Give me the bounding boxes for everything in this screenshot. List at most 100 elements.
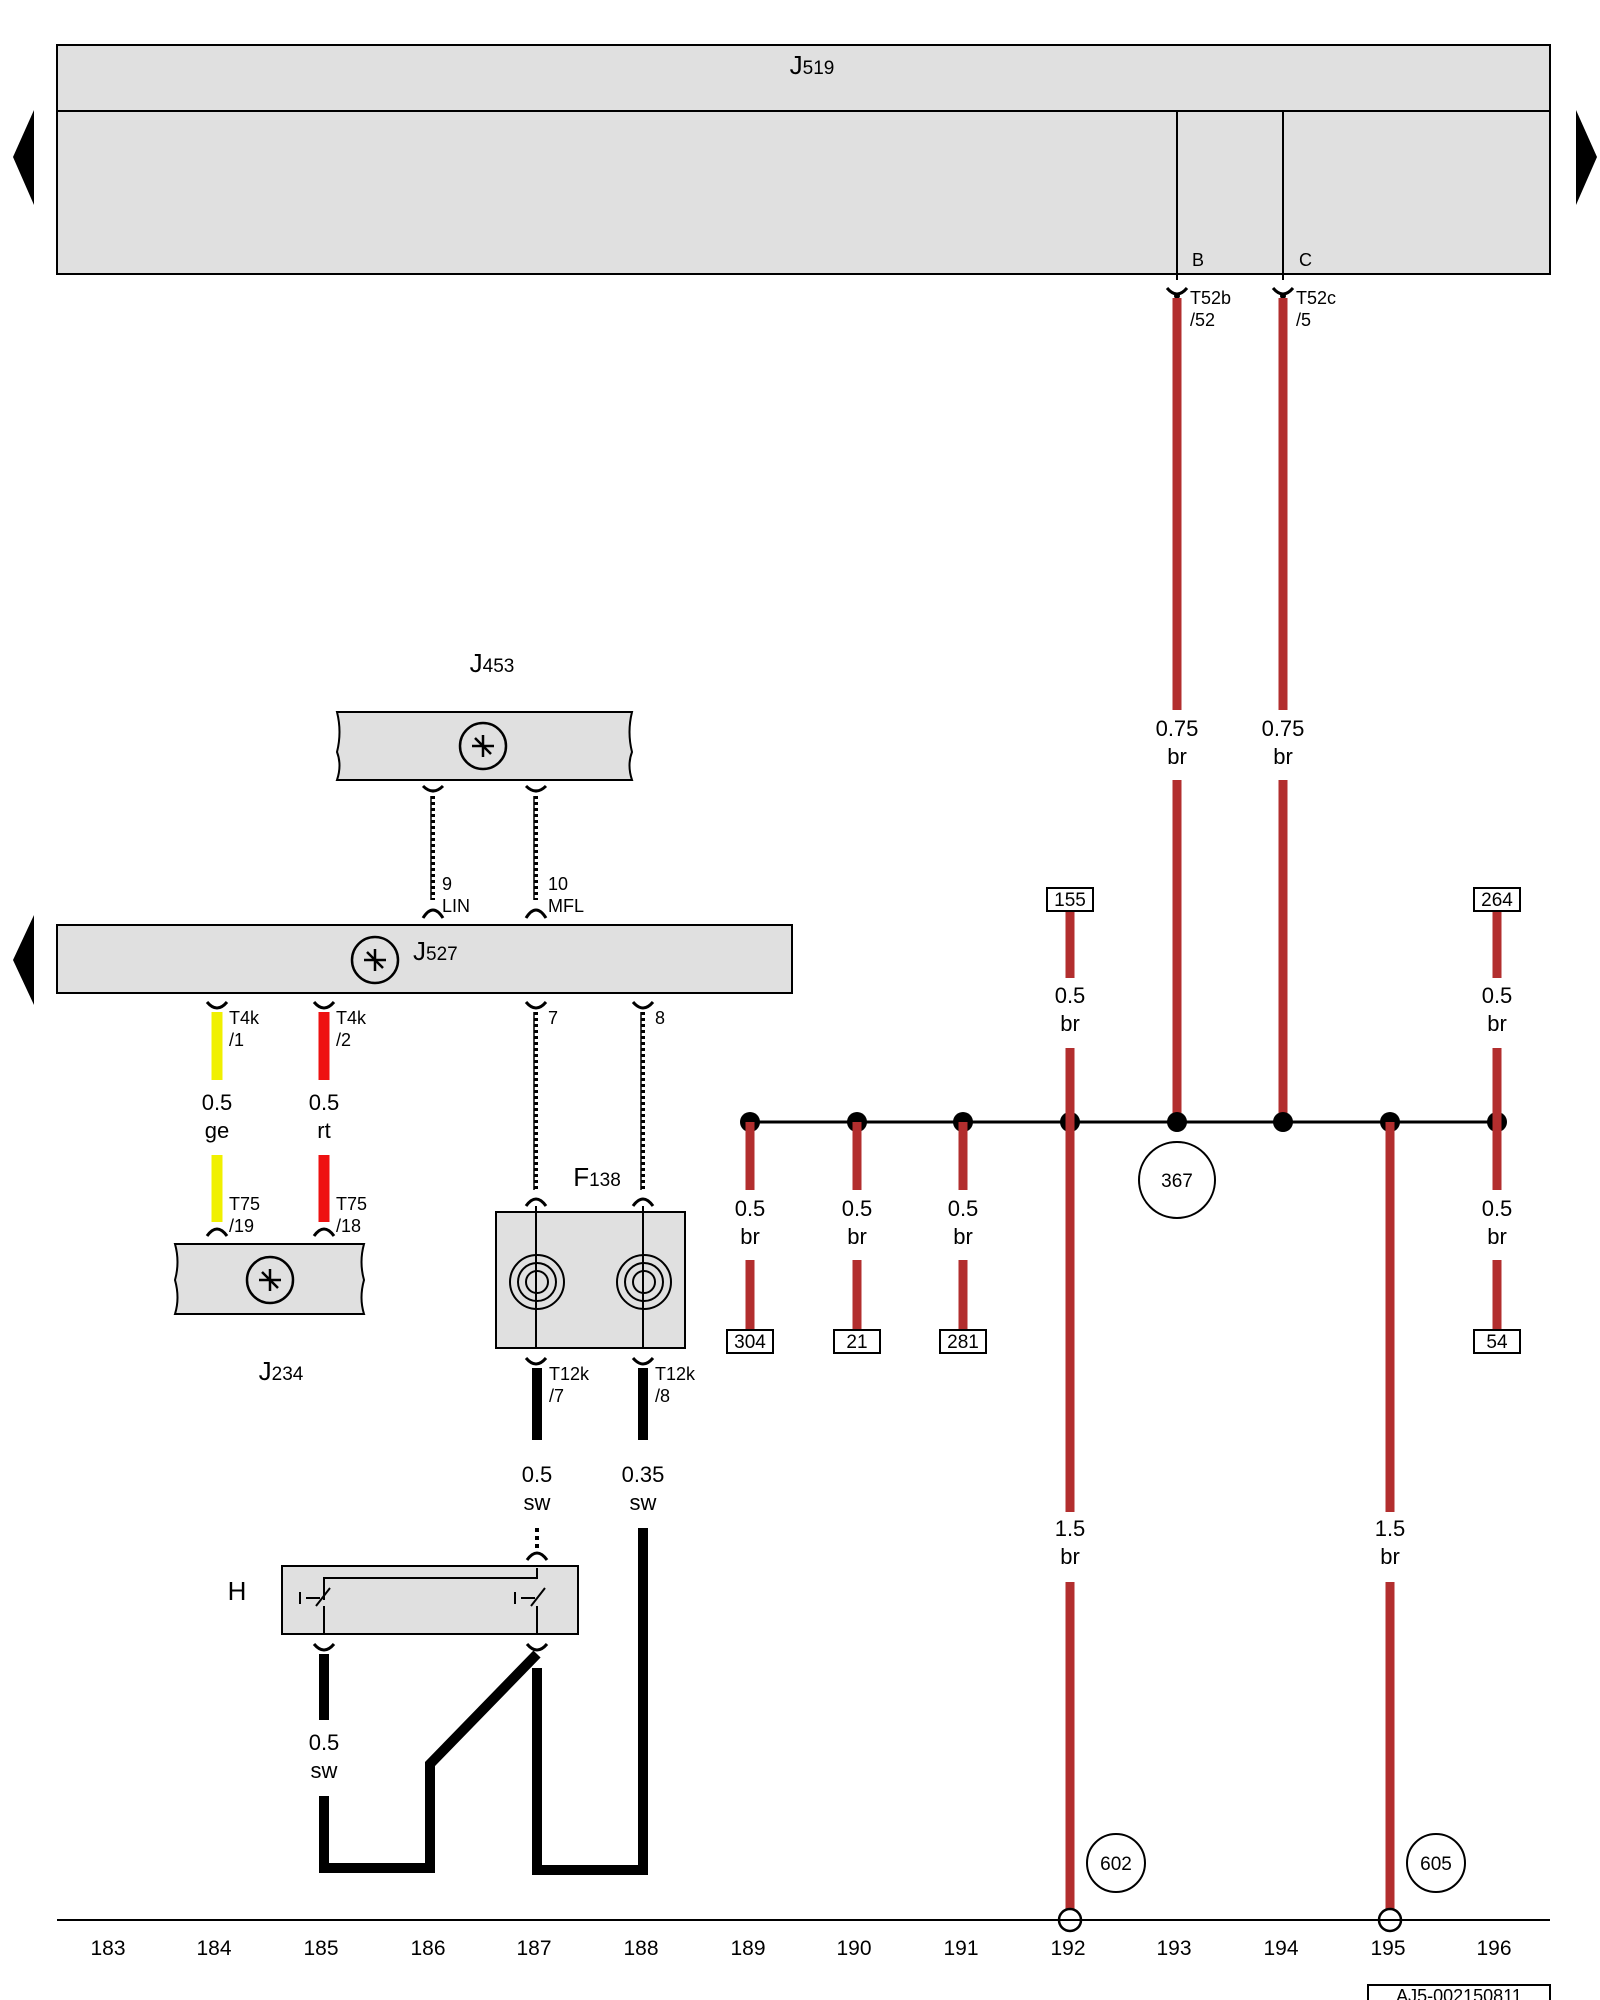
axis-label: 187 bbox=[516, 1937, 551, 1960]
component-j527: J527 bbox=[56, 924, 793, 994]
ref-281-label: 281 bbox=[947, 1332, 979, 1353]
h-body bbox=[281, 1565, 579, 1635]
wire-color: sw bbox=[524, 1490, 551, 1515]
wire-size: 0.5 bbox=[522, 1462, 553, 1487]
ground-point-605-label: 605 bbox=[1420, 1854, 1452, 1875]
ref-155-label: 155 bbox=[1054, 890, 1086, 911]
wire-h: 0.5 sw bbox=[309, 1642, 549, 1873]
axis-label: 196 bbox=[1476, 1937, 1511, 1960]
wire-size: 0.35 bbox=[622, 1462, 665, 1487]
triangle-left-icon[interactable] bbox=[13, 915, 34, 1005]
triangle-right-icon[interactable] bbox=[1576, 110, 1597, 205]
track-axis: 183 184 185 186 187 188 189 190 191 192 … bbox=[57, 1919, 1550, 1960]
clockspring-icon bbox=[509, 1254, 565, 1310]
axis-label: 190 bbox=[836, 1937, 871, 1960]
wire-size: 0.5 bbox=[1482, 983, 1513, 1008]
t52b-pin-label: /52 bbox=[1190, 310, 1215, 330]
wire-color: br bbox=[740, 1224, 760, 1249]
ref-box-264 bbox=[1473, 887, 1521, 912]
ground-point-367 bbox=[1138, 1141, 1216, 1219]
wire-color: rt bbox=[317, 1118, 330, 1143]
wire-size: 0.5 bbox=[309, 1090, 340, 1115]
component-j234: J234 bbox=[173, 1243, 366, 1386]
t75-18-label: T75 bbox=[336, 1194, 367, 1214]
pin-7-label: 7 bbox=[548, 1008, 558, 1028]
axis-label: 188 bbox=[623, 1937, 658, 1960]
t4k2-pin-label: /2 bbox=[336, 1030, 351, 1050]
wire-mfl: 10 MFL bbox=[524, 784, 584, 919]
j234-label: J234 bbox=[259, 1356, 304, 1386]
wire-j519-c: T52c /5 0.75 br bbox=[1262, 286, 1336, 1122]
wire-size: 0.5 bbox=[1482, 1196, 1513, 1221]
wire-color: br bbox=[1487, 1011, 1507, 1036]
ref-264-label: 264 bbox=[1481, 890, 1513, 911]
wire-size: 0.5 bbox=[842, 1196, 873, 1221]
ref-box-281 bbox=[939, 1329, 987, 1354]
wire-ref-21: 0.5 br 21 bbox=[833, 1122, 881, 1354]
t4k1-label: T4k bbox=[229, 1008, 260, 1028]
j519-body bbox=[56, 110, 1551, 275]
wire-color: br bbox=[847, 1224, 867, 1249]
component-j453: J453 bbox=[335, 648, 634, 781]
axis-label: 191 bbox=[943, 1937, 978, 1960]
component-j519: J519 B C bbox=[56, 44, 1551, 280]
t75-18-pin-label: /18 bbox=[336, 1216, 361, 1236]
lin-label: LIN bbox=[442, 896, 470, 916]
t12k7-label: T12k bbox=[549, 1364, 590, 1384]
clockspring-icon bbox=[616, 1254, 672, 1310]
component-f138: F138 bbox=[495, 1162, 686, 1349]
ref-304-label: 304 bbox=[734, 1332, 766, 1353]
control-unit-symbol-icon bbox=[350, 935, 400, 985]
document-id-label: AJ5-002150811 bbox=[1396, 1986, 1522, 2000]
t52c-pin-label: /5 bbox=[1296, 310, 1311, 330]
ref-box-155 bbox=[1046, 887, 1094, 912]
ground-point-367-label: 367 bbox=[1161, 1171, 1193, 1192]
j519-pin-c: C bbox=[1299, 250, 1312, 270]
t75-19-pin-label: /19 bbox=[229, 1216, 254, 1236]
wire-color: br bbox=[1060, 1544, 1080, 1569]
component-h: H bbox=[228, 1565, 579, 1635]
h-label: H bbox=[228, 1576, 247, 1606]
axis-label: 195 bbox=[1370, 1937, 1405, 1960]
wire-col-195: 1.5 br 605 bbox=[1375, 1122, 1466, 1933]
mfl-label: MFL bbox=[548, 896, 584, 916]
document-id: AJ5-002150811 bbox=[1367, 1984, 1551, 2000]
j519-pin-b: B bbox=[1192, 250, 1204, 270]
wire-col-192: 1.5 br 602 bbox=[1055, 1122, 1146, 1933]
wire-pin7: 7 bbox=[524, 1000, 558, 1207]
triangle-left-icon[interactable] bbox=[13, 110, 34, 205]
wire-color: sw bbox=[311, 1758, 338, 1783]
wire-color: br bbox=[1487, 1224, 1507, 1249]
ground-point-602-label: 602 bbox=[1100, 1854, 1132, 1875]
wire-size: 0.5 bbox=[202, 1090, 233, 1115]
axis-label: 194 bbox=[1263, 1937, 1298, 1960]
wire-size: 0.5 bbox=[309, 1730, 340, 1755]
control-unit-symbol-icon bbox=[458, 721, 508, 771]
wire-ref-281: 0.5 br 281 bbox=[939, 1122, 987, 1354]
lin-pin-number: 9 bbox=[442, 874, 452, 894]
t12k8-label: T12k bbox=[655, 1364, 696, 1384]
wire-lin: 9 LIN bbox=[421, 784, 470, 919]
j527-body bbox=[56, 924, 793, 994]
j453-label: J453 bbox=[470, 648, 515, 678]
wire-ref-304: 0.5 br 304 bbox=[726, 1122, 774, 1354]
axis-label: 184 bbox=[196, 1937, 231, 1960]
t12k8-pin-label: /8 bbox=[655, 1386, 670, 1406]
axis-label: 183 bbox=[90, 1937, 125, 1960]
wire-t12k8: T12k /8 0.35 sw bbox=[532, 1356, 696, 1875]
f138-label: F138 bbox=[573, 1162, 621, 1192]
t75-19-label: T75 bbox=[229, 1194, 260, 1214]
wire-ref-264: 264 0.5 br bbox=[1473, 887, 1521, 1122]
wire-ref-155: 155 0.5 br bbox=[1046, 887, 1094, 1122]
axis-label: 185 bbox=[303, 1937, 338, 1960]
wire-color: br bbox=[1380, 1544, 1400, 1569]
f138-body bbox=[495, 1211, 686, 1349]
axis-label: 193 bbox=[1156, 1937, 1191, 1960]
wire-size: 0.75 bbox=[1262, 716, 1305, 741]
switch-icon bbox=[514, 1587, 546, 1607]
wire-pin8: 8 bbox=[631, 1000, 665, 1207]
ground-point-602 bbox=[1086, 1833, 1146, 1893]
t52c-label: T52c bbox=[1296, 288, 1336, 308]
ref-box-304 bbox=[726, 1329, 774, 1354]
